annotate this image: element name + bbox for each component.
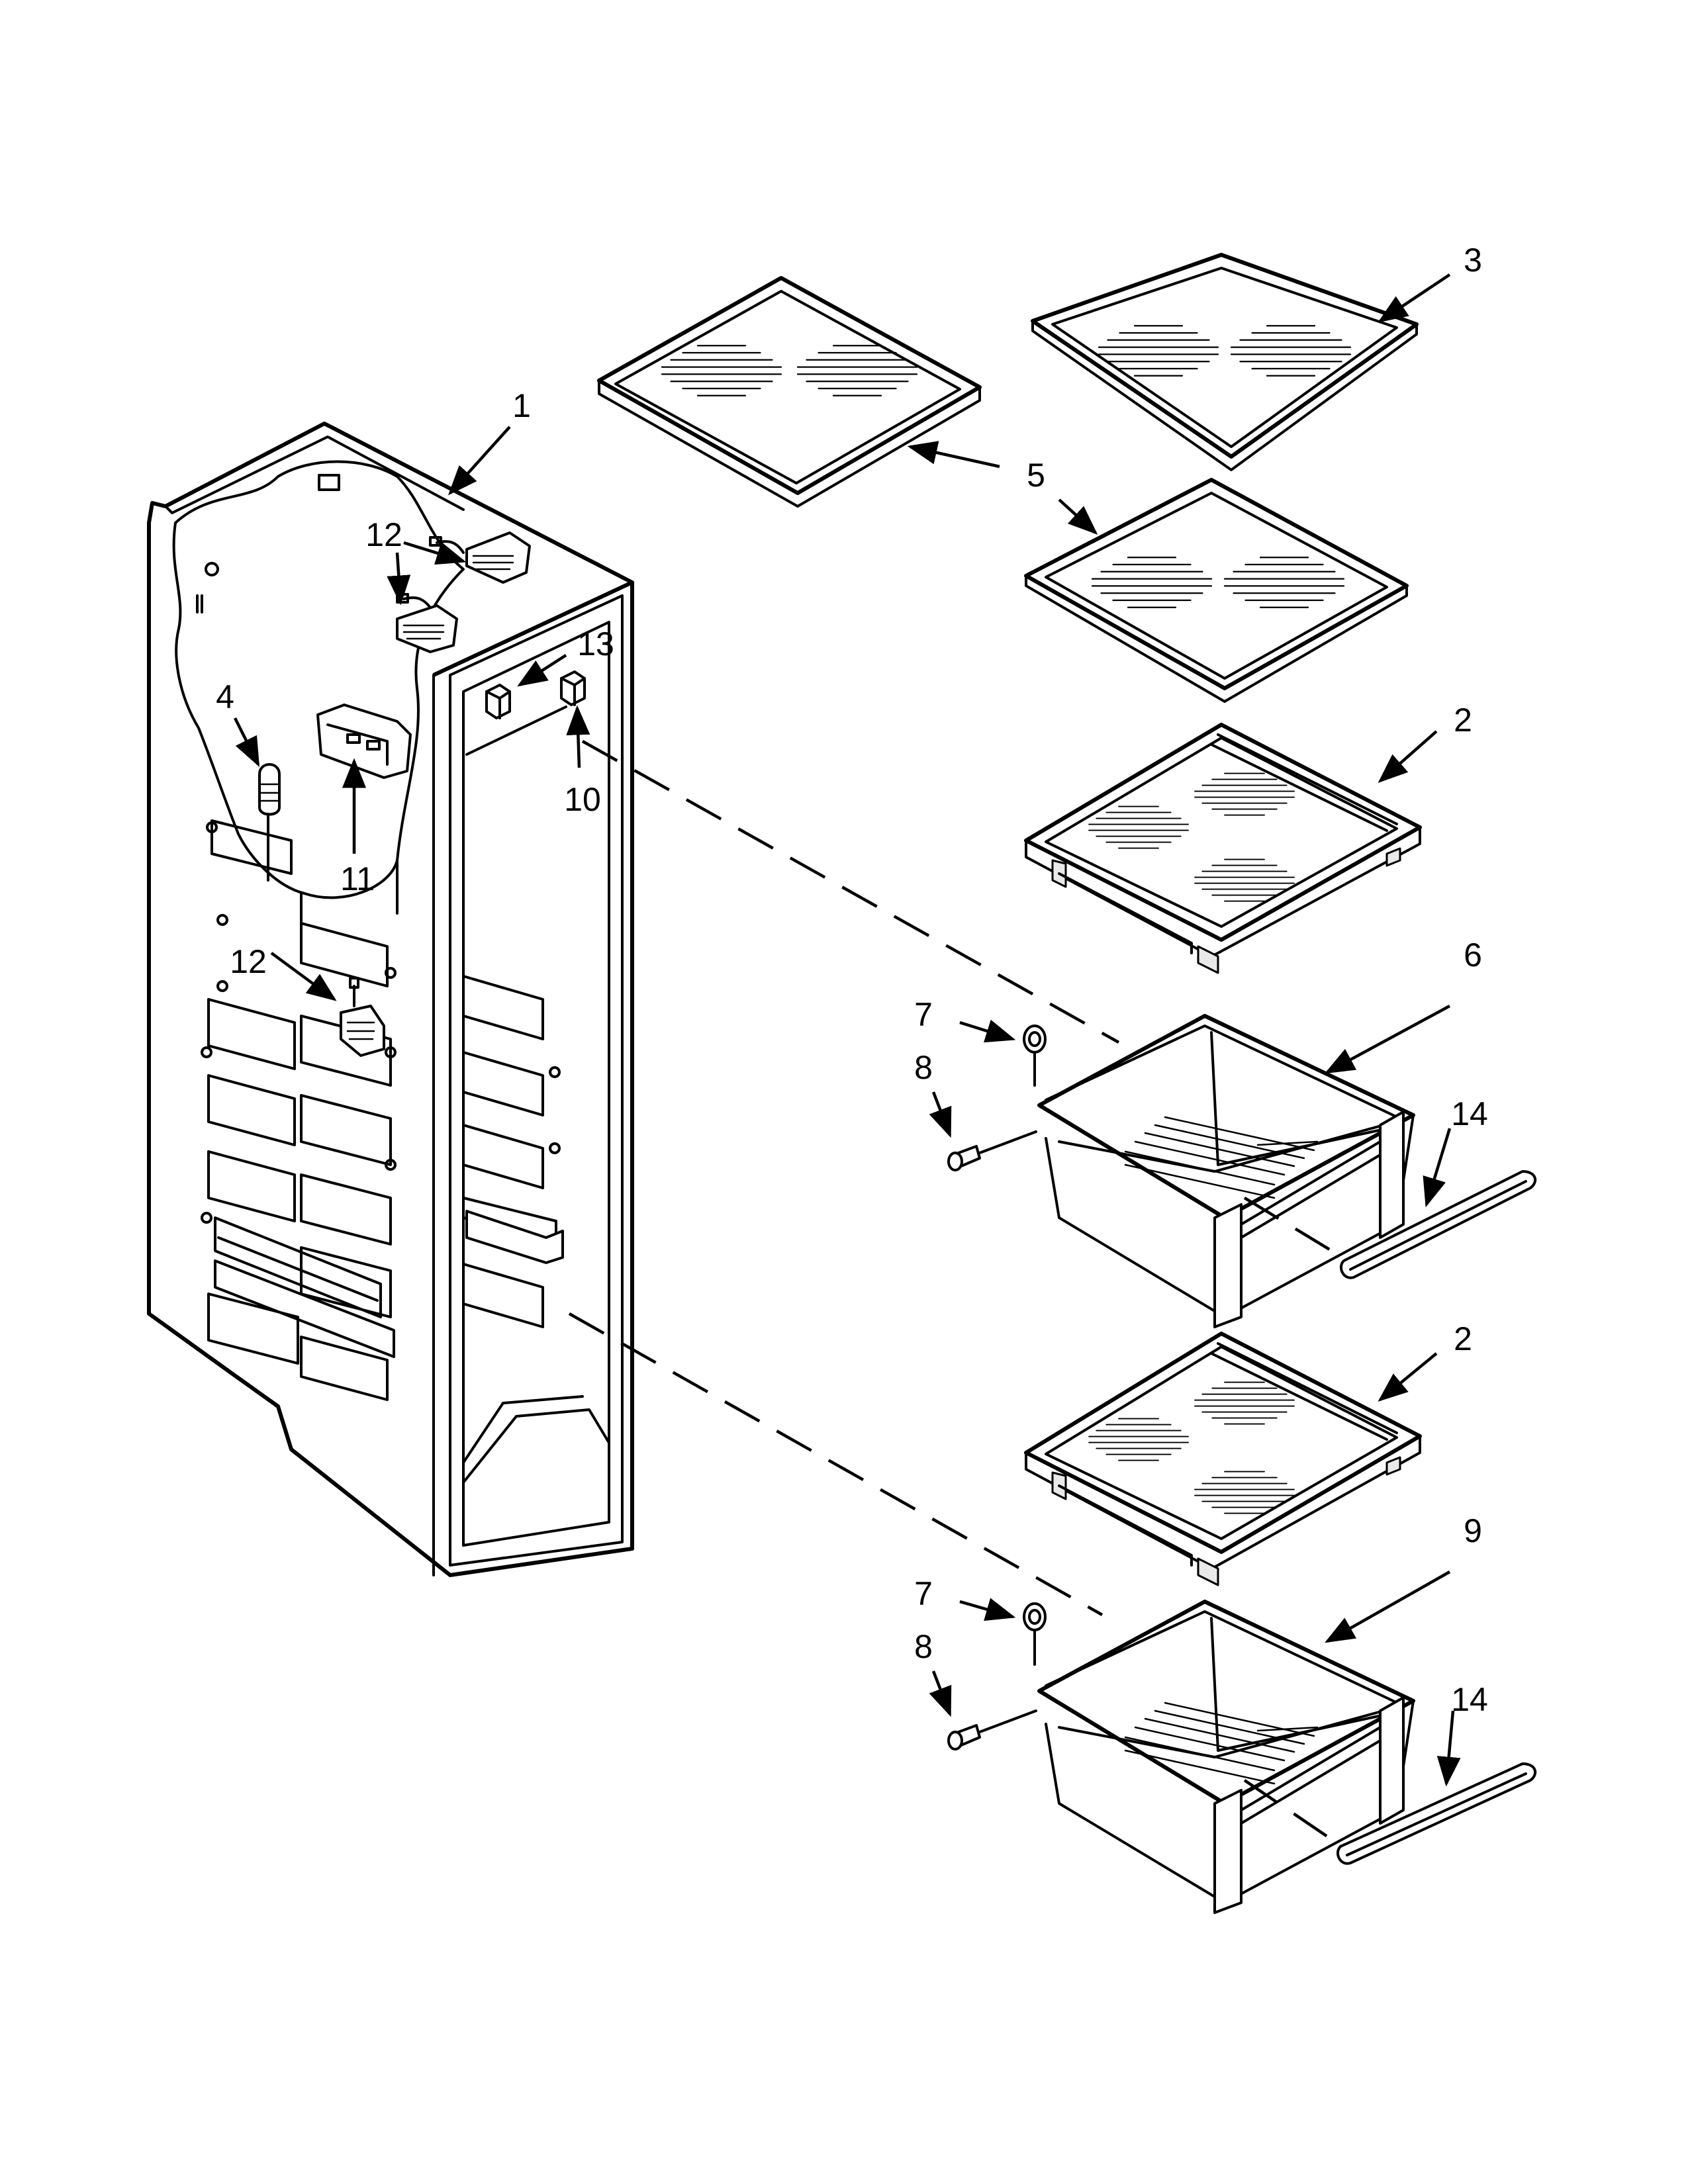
leader-arrows bbox=[233, 273, 1461, 1787]
callout-7: 7 bbox=[914, 996, 933, 1033]
module-part-12-middle bbox=[396, 593, 458, 653]
callout-4: 4 bbox=[216, 678, 234, 715]
callout-11: 11 bbox=[340, 860, 375, 897]
callout-3: 3 bbox=[1464, 242, 1482, 279]
callout-1: 1 bbox=[512, 387, 531, 424]
callout-12: 12 bbox=[365, 516, 402, 553]
roller-part-7-lower bbox=[1023, 1602, 1047, 1666]
callout-8: 8 bbox=[914, 1628, 933, 1665]
crisper-drawer-part-9 bbox=[1037, 1600, 1415, 1914]
callout-5: 5 bbox=[1027, 457, 1045, 494]
cabinet-liner bbox=[147, 422, 634, 1577]
glass-shelf-part-5-upper bbox=[597, 276, 982, 508]
callout-14: 14 bbox=[1451, 1095, 1488, 1132]
bracket-part-10 bbox=[560, 670, 586, 706]
framed-shelf-part-2-upper bbox=[1024, 723, 1422, 974]
inner-wall-slots bbox=[462, 975, 564, 1328]
callout-labels: 1 2 2 3 4 5 6 7 7 8 8 9 10 11 12 12 13 1… bbox=[216, 242, 1488, 1718]
drawer-rail-part-14-upper bbox=[1340, 1170, 1537, 1279]
liner-holes bbox=[201, 821, 561, 1224]
thermistor-part-4 bbox=[258, 763, 281, 882]
bracket-part-13 bbox=[485, 684, 511, 719]
side-wall-slots bbox=[207, 819, 395, 1401]
pin-part-8-lower bbox=[947, 1709, 1037, 1751]
callout-9: 9 bbox=[1464, 1512, 1482, 1549]
glass-shelf-part-5-lower bbox=[1024, 478, 1409, 703]
framed-shelf-part-2-lower bbox=[1024, 1332, 1422, 1586]
callout-2: 2 bbox=[1454, 1320, 1472, 1357]
pin-part-8-upper bbox=[947, 1130, 1037, 1171]
callout-6: 6 bbox=[1464, 936, 1482, 974]
callout-13: 13 bbox=[577, 625, 614, 662]
crisper-drawer-part-6 bbox=[1037, 1014, 1415, 1328]
callout-12: 12 bbox=[230, 943, 267, 980]
assembly-lines bbox=[568, 740, 1338, 1844]
callout-14: 14 bbox=[1451, 1681, 1488, 1718]
module-part-12-top bbox=[429, 531, 531, 584]
drawer-rail-part-14-lower bbox=[1336, 1762, 1537, 1865]
light-housing-part-11 bbox=[316, 704, 412, 779]
callout-8: 8 bbox=[914, 1049, 933, 1086]
callout-2: 2 bbox=[1454, 702, 1472, 739]
glass-shelf-part-3 bbox=[1031, 253, 1419, 471]
roller-part-7-upper bbox=[1023, 1024, 1047, 1087]
callout-10: 10 bbox=[564, 781, 601, 818]
module-part-12-lower bbox=[340, 977, 385, 1057]
callout-7: 7 bbox=[914, 1575, 933, 1612]
